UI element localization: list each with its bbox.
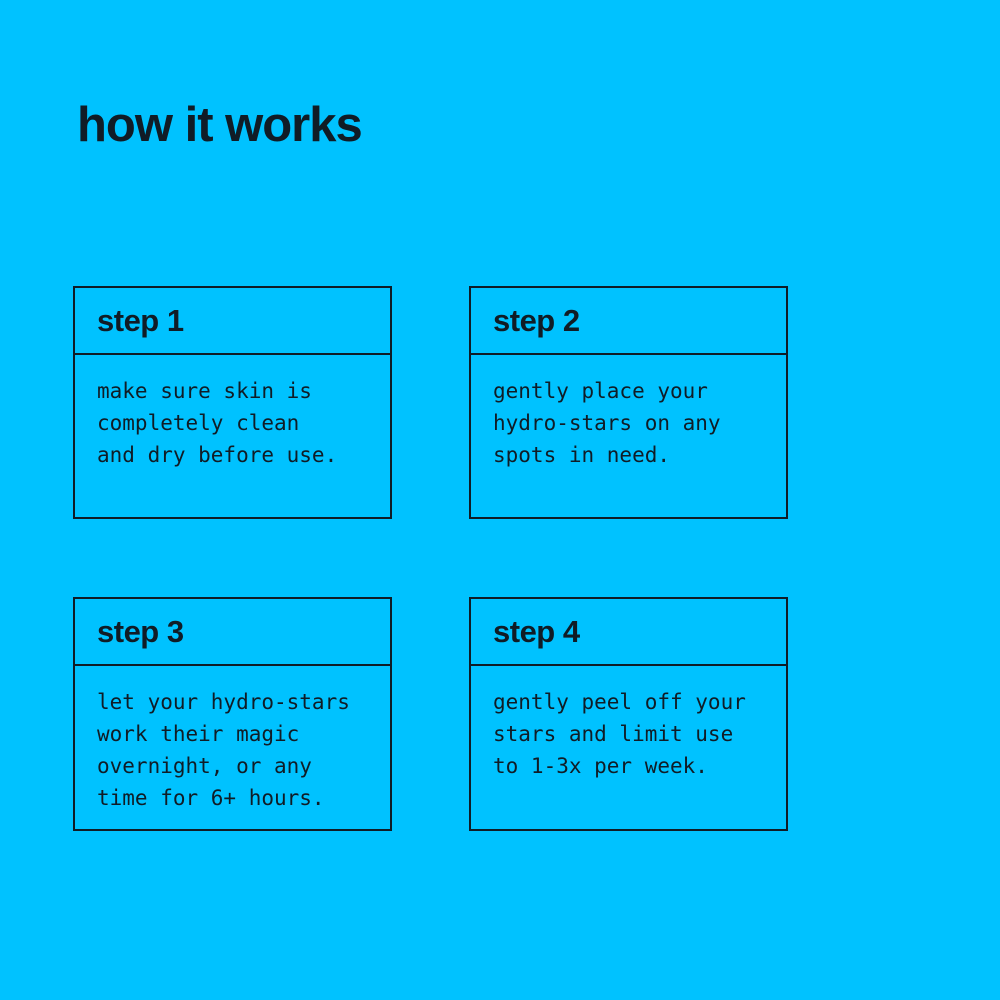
step-3-description: let your hydro-stars work their magic ov… (97, 690, 350, 810)
step-1-label: step 1 (97, 302, 184, 338)
step-4-header: step 4 (471, 599, 786, 666)
step-3-card: step 3 let your hydro-stars work their m… (73, 597, 392, 831)
step-4-description: gently peel off your stars and limit use… (493, 690, 746, 778)
step-1-card: step 1 make sure skin is completely clea… (73, 286, 392, 519)
step-4-card: step 4 gently peel off your stars and li… (469, 597, 788, 831)
step-2-description: gently place your hydro-stars on any spo… (493, 379, 721, 467)
step-1-description: make sure skin is completely clean and d… (97, 379, 338, 467)
step-1-header: step 1 (75, 288, 390, 355)
step-3-header: step 3 (75, 599, 390, 666)
step-3-label: step 3 (97, 613, 184, 649)
step-2-card: step 2 gently place your hydro-stars on … (469, 286, 788, 519)
step-4-label: step 4 (493, 613, 580, 649)
step-2-label: step 2 (493, 302, 580, 338)
step-2-header: step 2 (471, 288, 786, 355)
page-title: how it works (77, 98, 363, 152)
